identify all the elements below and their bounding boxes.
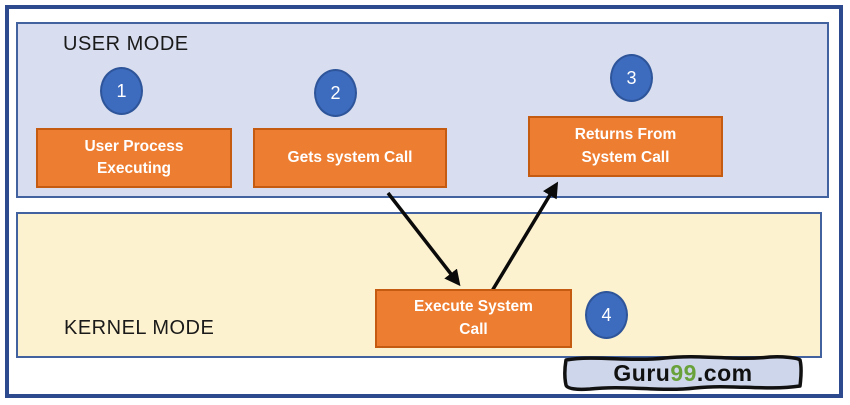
watermark-suffix: .com [696,360,753,386]
box-returns-from-system-call: Returns From System Call [528,116,723,177]
watermark-number: 99 [670,360,697,386]
box-label-line: Returns From [574,126,677,144]
box-user-process-executing: User Process Executing [36,128,232,188]
diagram-outer-frame [5,5,843,398]
kernel-mode-label: KERNEL MODE [64,317,215,339]
box-label-line: User Process [84,137,184,155]
watermark-sketch-border [563,354,803,392]
step-badge-4: 4 [585,291,628,339]
step-number: 2 [330,82,341,103]
step-number: 4 [601,304,612,325]
step-badge-1: 1 [100,67,143,115]
box-execute-system-call: Execute System Call [375,289,572,348]
step-number: 1 [116,80,127,101]
box-label-line: Execute System [414,298,533,316]
box-label-line: Executing [96,160,172,177]
box-label-line: System Call [581,148,670,166]
step-badge-3: 3 [610,54,653,102]
box-label-line: Call [459,320,488,338]
step-number: 3 [626,67,637,88]
step-badge-2: 2 [314,69,357,117]
box-label-line: Gets system Call [287,148,413,166]
box-gets-system-call: Gets system Call [253,128,447,188]
user-mode-label: USER MODE [63,33,189,55]
watermark-brand: Guru [613,360,671,386]
